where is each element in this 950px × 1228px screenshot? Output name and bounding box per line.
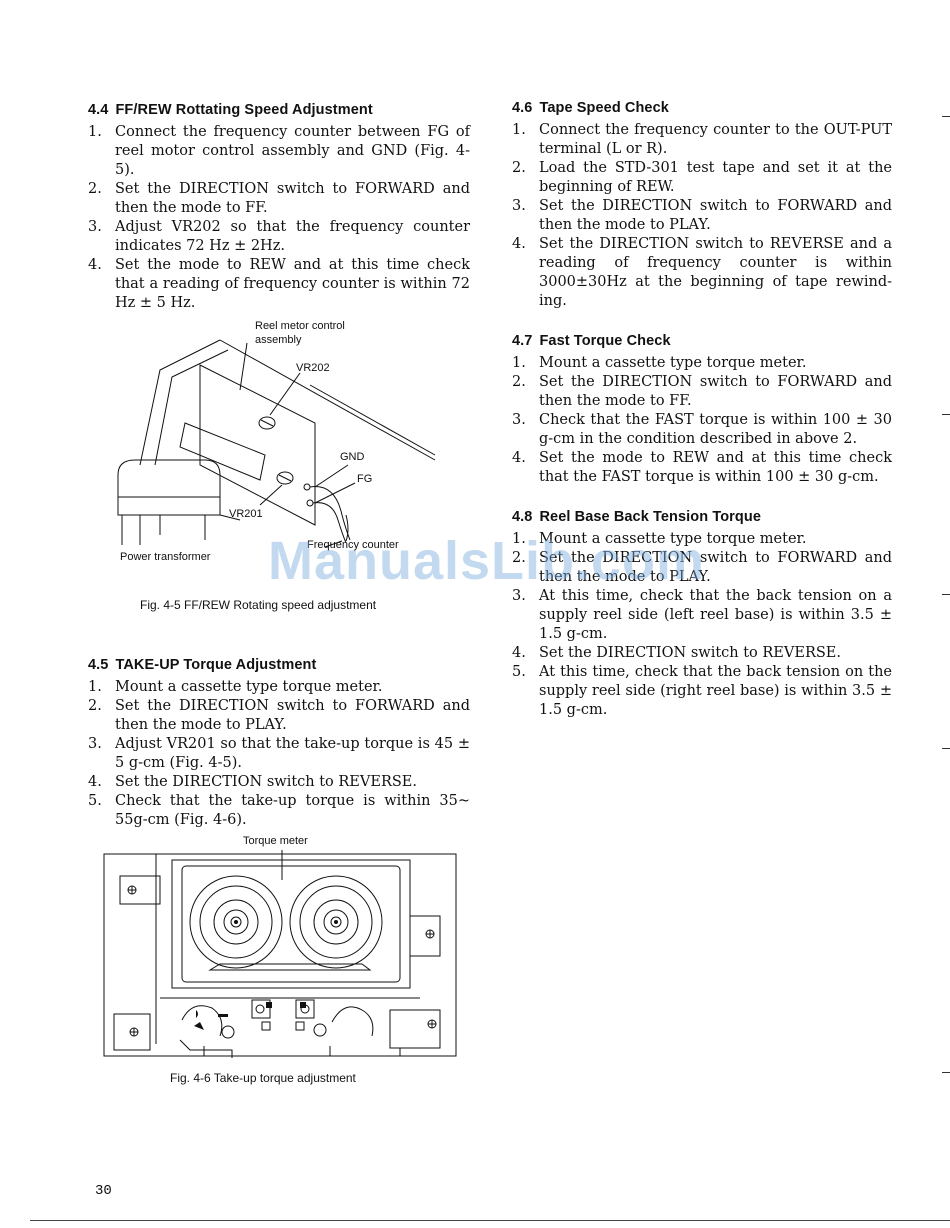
list-item: 4.Set the DIRECTION switch to REVERSE an… <box>512 236 892 309</box>
section-4-7-steps: 1.Mount a cassette type torque meter. 2.… <box>512 354 892 487</box>
list-item: 1.Mount a cassette type torque meter. <box>88 679 383 695</box>
figure-4-6-caption: Fig. 4-6 Take-up torque adjustment <box>170 1071 356 1085</box>
edge-mark <box>942 414 950 415</box>
label-reel-control-1: Reel metor control <box>255 320 345 332</box>
list-item: 4.Set the DIRECTION switch to REVERSE. <box>512 645 841 661</box>
label-vr202: VR202 <box>296 362 330 374</box>
figure-4-5-caption: Fig. 4-5 FF/REW Rotating speed adjustmen… <box>140 598 377 612</box>
edge-mark <box>942 1072 950 1073</box>
list-item: 5.Check that the take-up torque is withi… <box>88 793 470 828</box>
list-item: 1.Mount a cassette type torque meter. <box>512 355 807 371</box>
section-4-5-steps: 1.Mount a cassette type torque meter. 2.… <box>88 678 470 830</box>
list-item: 3.Set the DIRECTION switch to FORWARD an… <box>512 198 892 233</box>
label-reel-control-2: assembly <box>255 334 302 346</box>
figure-4-5-diagram: Reel metor control assembly VR202 GND FG… <box>117 320 436 563</box>
label-fg: FG <box>357 473 372 485</box>
section-4-8-steps: 1.Mount a cassette type torque meter. 2.… <box>512 530 892 720</box>
list-item: 3.Check that the FAST torque is within 1… <box>512 412 892 447</box>
watermark: ManualsLib.com <box>268 531 706 591</box>
section-4-6-steps: 1.Connect the frequency counter to the O… <box>512 121 892 311</box>
list-item: 2.Load the STD-301 test tape and set it … <box>512 160 892 195</box>
list-item: 4.Set the mode to REW and at this time c… <box>512 450 892 485</box>
list-item: 3.At this time, check that the back tens… <box>512 588 892 642</box>
edge-mark <box>942 594 950 595</box>
list-item: 2.Set the DIRECTION switch to FORWARD an… <box>88 698 470 733</box>
bottom-divider <box>30 1220 950 1221</box>
list-item: 4.Set the mode to REW and at this time c… <box>88 257 470 311</box>
label-frequency-counter: Frequency counter <box>307 539 399 551</box>
list-item: 5.At this time, check that the back tens… <box>512 664 892 718</box>
list-item: 3.Adjust VR202 so that the frequency cou… <box>88 219 470 254</box>
list-item: 1.Connect the frequency counter to the O… <box>512 122 892 157</box>
label-power-transformer: Power transformer <box>120 551 211 563</box>
list-item: 2.Set the DIRECTION switch to FORWARD an… <box>512 374 892 409</box>
list-item: 2.Set the DIRECTION switch to FORWARD an… <box>512 550 892 585</box>
label-gnd: GND <box>340 451 365 463</box>
figure-4-6-diagram <box>103 850 457 1058</box>
page-number: 30 <box>95 1183 112 1199</box>
list-item: 3.Adjust VR201 so that the take-up torqu… <box>88 736 470 771</box>
edge-mark <box>942 116 950 117</box>
list-item: 1.Connect the frequency counter between … <box>88 124 470 178</box>
list-item: 1.Mount a cassette type torque meter. <box>512 531 807 547</box>
list-item: 2.Set the DIRECTION switch to FORWARD an… <box>88 181 470 216</box>
label-vr201: VR201 <box>229 508 263 520</box>
section-4-4-steps: 1.Connect the frequency counter between … <box>88 123 470 313</box>
edge-mark <box>942 748 950 749</box>
label-torque-meter: Torque meter <box>243 835 308 847</box>
list-item: 4.Set the DIRECTION switch to REVERSE. <box>88 774 417 790</box>
